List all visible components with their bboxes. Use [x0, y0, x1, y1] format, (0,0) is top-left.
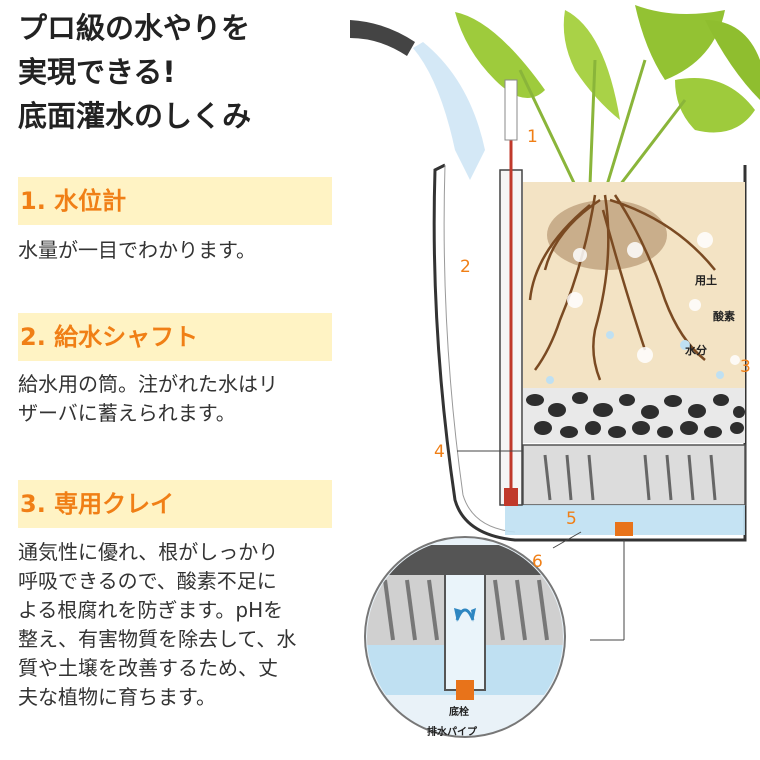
water-stream-icon — [413, 42, 485, 180]
callout-3-label: 3 — [740, 357, 751, 377]
soil-label: 用土 — [695, 274, 717, 287]
callout-5-label: 5 — [566, 509, 577, 529]
detail-inset — [364, 536, 566, 738]
section-3-line-3: よる根腐れを防ぎます。pHを — [18, 598, 284, 622]
clay-pebbles-icon — [526, 392, 745, 438]
title-line-3: 底面灌水のしくみ — [18, 99, 252, 133]
section-2-heading: 2. 給水シャフト — [18, 313, 332, 361]
title-line-2: 実現できる! — [18, 55, 176, 89]
planter-illustration — [350, 5, 760, 738]
section-2-line-2: ザーバに蓄えられます。 — [18, 401, 236, 425]
water-label: 水分 — [685, 344, 707, 357]
section-1-line-1: 水量が一目でわかります。 — [18, 238, 256, 262]
water-droplets — [546, 331, 724, 384]
callout-4-label: 4 — [434, 442, 445, 462]
planter-diagram: 1 2 3 4 5 6 用土 酸素 水分 底栓 排水パイプ — [345, 0, 760, 760]
section-3-line-5: 質や土壌を改善するため、丈 — [18, 656, 278, 680]
planter-outer-wall — [432, 163, 747, 542]
roots-icon — [528, 194, 716, 381]
section-1-heading: 1. 水位計 — [18, 177, 332, 225]
description-panel: プロ級の水やりを 実現できる! 底面灌水のしくみ 1. 水位計 水量が一目でわか… — [0, 0, 345, 760]
callout-6-label: 6 — [532, 552, 543, 572]
section-3-heading: 3. 専用クレイ — [18, 480, 332, 528]
section-1-body: 水量が一目でわかります。 — [18, 236, 348, 265]
drain-pipe-label: 排水パイプ — [427, 727, 477, 738]
oxygen-bubbles — [567, 232, 740, 365]
section-3-line-1: 通気性に優れ、根がしっかり — [18, 540, 279, 564]
section-2-body: 給水用の筒。注がれた水はリ ザーバに蓄えられます。 — [18, 370, 348, 428]
callout-1-label: 1 — [527, 127, 538, 147]
drain-plug-icon — [615, 522, 633, 536]
section-3-line-6: 夫な植物に育ちます。 — [18, 685, 216, 709]
plant-leaves-icon — [455, 5, 760, 186]
title-line-1: プロ級の水やりを — [18, 11, 251, 45]
section-3-body: 通気性に優れ、根がしっかり 呼吸できるので、酸素不足に よる根腐れを防ぎます。p… — [18, 538, 348, 712]
section-3-line-2: 呼吸できるので、酸素不足に — [18, 569, 277, 593]
callout-2-label: 2 — [460, 257, 471, 277]
section-2-line-1: 給水用の筒。注がれた水はリ — [18, 372, 278, 396]
section-3-line-4: 整え、有害物質を除去して、水 — [18, 627, 297, 651]
drain-plug-label: 底栓 — [449, 707, 469, 718]
watering-can-spout-icon — [350, 20, 415, 56]
oxygen-label: 酸素 — [713, 310, 735, 323]
page-title: プロ級の水やりを 実現できる! 底面灌水のしくみ — [18, 6, 348, 138]
soil-layer — [523, 182, 745, 392]
